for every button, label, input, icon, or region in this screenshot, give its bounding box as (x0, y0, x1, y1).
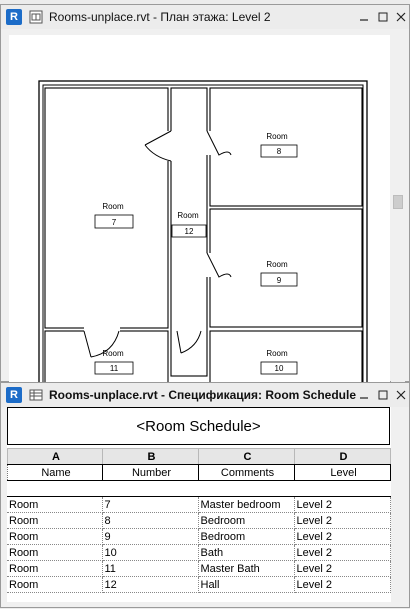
room-tag-number: 12 (185, 227, 194, 236)
schedule-body: Room 7 Master bedroom Level 2 Room 8 Bed… (7, 496, 391, 593)
cell-name[interactable]: Room (7, 544, 103, 561)
floor-plan-vertical-scrollbar[interactable] (391, 35, 405, 385)
room-11-boundary[interactable] (44, 330, 169, 385)
schedule-window-title: Rooms-unplace.rvt - Спецификация: Room S… (49, 388, 357, 402)
cell-comments[interactable]: Bedroom (198, 512, 295, 529)
room-12-boundary[interactable] (170, 87, 208, 377)
cell-level[interactable]: Level 2 (294, 560, 391, 577)
cell-name[interactable]: Room (7, 528, 103, 545)
column-letter-header: A B C D (7, 448, 391, 465)
table-row[interactable]: Room 11 Master Bath Level 2 (7, 560, 391, 577)
table-row[interactable]: Room 7 Master bedroom Level 2 (7, 496, 391, 513)
schedule-titlebar[interactable]: R Rooms-unplace.rvt - Спецификация: Room… (1, 383, 409, 407)
table-row[interactable]: Room 12 Hall Level 2 (7, 576, 391, 593)
schedule-window: R Rooms-unplace.rvt - Спецификация: Room… (0, 382, 410, 608)
column-header-comments[interactable]: Comments (198, 464, 295, 481)
cell-name[interactable]: Room (7, 512, 103, 529)
room-tag-name: Room (102, 202, 124, 211)
revit-app-icon[interactable]: R (6, 9, 22, 25)
cell-comments[interactable]: Master Bath (198, 560, 295, 577)
room-tag-number: 7 (112, 218, 117, 227)
cell-level[interactable]: Level 2 (294, 528, 391, 545)
schedule-view-icon (29, 389, 43, 401)
column-header-level[interactable]: Level (294, 464, 391, 481)
column-letter[interactable]: A (7, 448, 103, 465)
cell-number[interactable]: 10 (102, 544, 199, 561)
floor-plan-window: R Rooms-unplace.rvt - План этажа: Level … (0, 4, 410, 385)
cell-number[interactable]: 11 (102, 560, 199, 577)
column-header-row: Name Number Comments Level (7, 464, 391, 481)
cell-level[interactable]: Level 2 (294, 544, 391, 561)
cell-name[interactable]: Room (7, 560, 103, 577)
maximize-icon[interactable] (376, 10, 390, 24)
cell-name[interactable]: Room (7, 496, 103, 513)
schedule-title[interactable]: <Room Schedule> (7, 407, 390, 445)
room-tag-name: Room (177, 211, 199, 220)
cell-level[interactable]: Level 2 (294, 576, 391, 593)
room-tag-number: 10 (275, 364, 284, 373)
cell-number[interactable]: 7 (102, 496, 199, 513)
column-letter[interactable]: C (198, 448, 295, 465)
table-row[interactable]: Room 8 Bedroom Level 2 (7, 512, 391, 529)
cell-comments[interactable]: Master bedroom (198, 496, 295, 513)
maximize-icon[interactable] (376, 388, 390, 402)
room-tag-name: Room (266, 349, 288, 358)
floor-plan-canvas[interactable]: Room 8 Room 7 Room 12 Room 9 Room 11 Roo… (9, 35, 390, 385)
room-tag-name: Room (266, 260, 288, 269)
column-letter[interactable]: B (102, 448, 199, 465)
minimize-icon[interactable] (357, 388, 371, 402)
cell-comments[interactable]: Bath (198, 544, 295, 561)
room-tag-number: 9 (277, 276, 282, 285)
column-letter[interactable]: D (294, 448, 391, 465)
cell-number[interactable]: 8 (102, 512, 199, 529)
cell-comments[interactable]: Bedroom (198, 528, 295, 545)
schedule-grid[interactable]: <Room Schedule> A B C D Name Number Comm… (7, 407, 391, 602)
table-row[interactable]: Room 9 Bedroom Level 2 (7, 528, 391, 545)
room-tag-name: Room (102, 349, 124, 358)
floor-plan-titlebar[interactable]: R Rooms-unplace.rvt - План этажа: Level … (1, 5, 409, 29)
revit-app-icon[interactable]: R (6, 387, 22, 403)
room-tag-number: 8 (277, 147, 282, 156)
floor-plan-view-icon (29, 10, 43, 24)
room-10-boundary[interactable] (209, 330, 363, 385)
minimize-icon[interactable] (357, 10, 371, 24)
cell-name[interactable]: Room (7, 576, 103, 593)
cell-level[interactable]: Level 2 (294, 512, 391, 529)
table-row[interactable]: Room 10 Bath Level 2 (7, 544, 391, 561)
cell-level[interactable]: Level 2 (294, 496, 391, 513)
cell-number[interactable]: 12 (102, 576, 199, 593)
floor-plan-window-title: Rooms-unplace.rvt - План этажа: Level 2 (49, 10, 271, 24)
room-tag-number: 11 (110, 364, 119, 373)
cell-comments[interactable]: Hall (198, 576, 295, 593)
floor-plan-drawing[interactable]: Room 8 Room 7 Room 12 Room 9 Room 11 Roo… (9, 35, 390, 385)
room-tag-name: Room (266, 132, 288, 141)
close-icon[interactable] (394, 10, 408, 24)
cell-number[interactable]: 9 (102, 528, 199, 545)
close-icon[interactable] (394, 388, 408, 402)
column-header-number[interactable]: Number (102, 464, 199, 481)
scrollbar-thumb[interactable] (393, 195, 403, 209)
column-header-name[interactable]: Name (7, 464, 103, 481)
